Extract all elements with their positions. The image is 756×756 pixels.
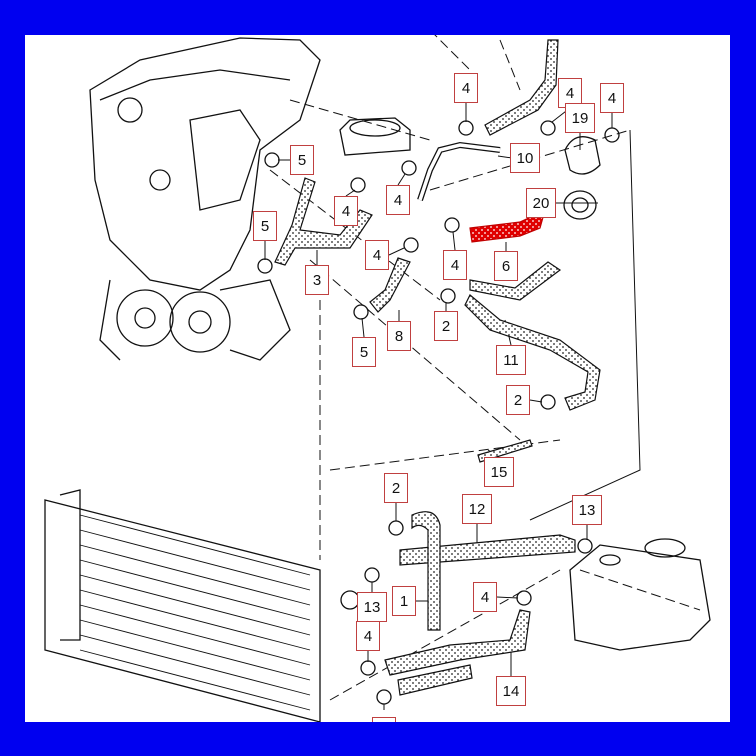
callout-19-thermostat[interactable]: 19: [565, 103, 595, 133]
callout-4-clamp[interactable]: 4: [600, 83, 624, 113]
engine-block: [89, 37, 321, 361]
callout-4-clamp[interactable]: 4: [443, 250, 467, 280]
callout-2-clamp[interactable]: 2: [434, 311, 458, 341]
callout-13-clamp[interactable]: 13: [572, 495, 602, 525]
callout-4-clamp[interactable]: 4: [454, 73, 478, 103]
callout-20-housing[interactable]: 20: [526, 188, 556, 218]
callout-4-clamp[interactable]: 4: [473, 582, 497, 612]
callout-3-hose[interactable]: 3: [305, 265, 329, 295]
radiator: [44, 489, 321, 722]
callout-4-clamp[interactable]: 4: [356, 621, 380, 651]
expansion-tank: [569, 538, 711, 651]
callout-6-hose-highlighted[interactable]: 6: [494, 251, 518, 281]
callout-14-hose[interactable]: 14: [496, 676, 526, 706]
callout-1-hose[interactable]: 1: [392, 586, 416, 616]
callout-15-tie[interactable]: 15: [484, 457, 514, 487]
hoses: [274, 39, 601, 696]
callout-4-clamp[interactable]: 4: [365, 240, 389, 270]
callout-5-clamp[interactable]: 5: [352, 337, 376, 367]
callout-2-clamp[interactable]: 2: [384, 473, 408, 503]
callout-8-hose[interactable]: 8: [387, 321, 411, 351]
callout-5-clamp[interactable]: 5: [253, 211, 277, 241]
callout-2-clamp[interactable]: 2: [506, 385, 530, 415]
parts-diagram: 4 4 4 19 5 10 20 4 4 5 4 4 6 3 2 8 5 11 …: [25, 35, 730, 722]
callout-5-clamp[interactable]: 5: [290, 145, 314, 175]
callout-4-clamp[interactable]: 4: [334, 196, 358, 226]
callout-11-hose[interactable]: 11: [496, 345, 526, 375]
callout-13-clamp[interactable]: 13: [357, 592, 387, 622]
callout-10-pipe[interactable]: 10: [510, 143, 540, 173]
coolant-system-line-art: [44, 35, 711, 722]
callout-12-hose[interactable]: 12: [462, 494, 492, 524]
callout-4-clamp[interactable]: 4: [386, 185, 410, 215]
callout-partial[interactable]: [372, 717, 396, 722]
